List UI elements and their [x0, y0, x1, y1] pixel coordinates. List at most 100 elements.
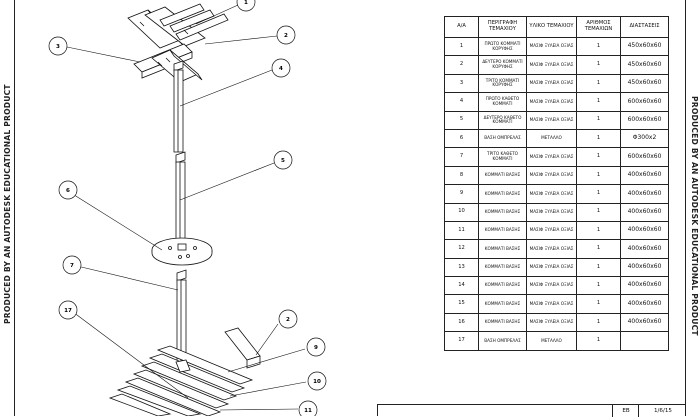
- row-material: ΜΑΣΙΦ ΞΥΛΕΙΑ ΟΞΙΑΣ: [526, 202, 577, 222]
- row-description: ΚΟΜΜΑΤΙ ΒΑΣΗΣ: [478, 276, 527, 296]
- row-material: ΜΑΣΙΦ ΞΥΛΕΙΑ ΟΞΙΑΣ: [526, 312, 577, 333]
- row-material: ΜΑΣΙΦ ΞΥΛΕΙΑ ΟΞΙΑΣ: [526, 239, 577, 259]
- title-block-code: ΕΒ: [612, 405, 639, 417]
- row-number: 17: [444, 331, 479, 351]
- svg-text:2: 2: [286, 317, 290, 323]
- callout-7: 7: [62, 255, 82, 275]
- row-description: ΚΟΜΜΑΤΙ ΒΑΣΗΣ: [478, 294, 527, 314]
- row-quantity: 1: [576, 220, 621, 241]
- row-dimensions: 400x60x60: [620, 276, 669, 296]
- row-quantity: 1: [576, 202, 621, 222]
- row-dimensions: 400x60x60: [620, 239, 669, 259]
- row-quantity: 1: [576, 294, 621, 314]
- row-quantity: 1: [576, 331, 621, 351]
- row-dimensions: 450x60x60: [620, 73, 669, 94]
- row-quantity: 1: [576, 257, 621, 278]
- table-row: 15 ΚΟΜΜΑΤΙ ΒΑΣΗΣ ΜΑΣΙΦ ΞΥΛΕΙΑ ΟΞΙΑΣ 1 40…: [444, 294, 669, 314]
- row-number: 6: [444, 128, 479, 149]
- table-row: 9 ΚΟΜΜΑΤΙ ΒΑΣΗΣ ΜΑΣΙΦ ΞΥΛΕΙΑ ΟΞΙΑΣ 1 400…: [444, 184, 669, 204]
- leader-lines: [66, 4, 307, 411]
- table-row: 13 ΚΟΜΜΑΤΙ ΒΑΣΗΣ ΜΑΣΙΦ ΞΥΛΕΙΑ ΟΞΙΑΣ 1 40…: [444, 257, 669, 278]
- callout-5: 5: [273, 150, 293, 170]
- row-material: ΜΑΣΙΦ ΞΥΛΕΙΑ ΟΞΙΑΣ: [526, 220, 577, 241]
- table-row: 1 ΠΡΩΤΟ ΚΟΜΜΑΤΙ ΚΟΡΥΦΗΣ ΜΑΣΙΦ ΞΥΛΕΙΑ ΟΞΙ…: [444, 36, 669, 57]
- header-dimensions: ΔΙΑΣΤΑΣΕΙΣ: [620, 16, 669, 38]
- row-number: 7: [444, 147, 479, 167]
- row-dimensions: 400x60x60: [620, 257, 669, 278]
- row-dimensions: 400x60x60: [620, 165, 669, 186]
- row-dimensions: Φ300x2: [620, 128, 669, 149]
- row-number: 14: [444, 276, 479, 296]
- row-description: ΔΕΥΤΕΡΟ ΚΑΘΕΤΟ ΚΟΜΜΑΤΙ: [478, 110, 527, 130]
- row-dimensions: 400x60x60: [620, 294, 669, 314]
- row-dimensions: 450x60x60: [620, 36, 669, 57]
- parts-list-table: Α/Α ΠΕΡΙΓΡΑΦΗ ΤΕΜΑΧΙΟΥ ΥΛΙΚΟ ΤΕΜΑΧΙΟΥ ΑΡ…: [444, 16, 669, 351]
- table-row: 10 ΚΟΜΜΑΤΙ ΒΑΣΗΣ ΜΑΣΙΦ ΞΥΛΕΙΑ ΟΞΙΑΣ 1 40…: [444, 202, 669, 222]
- row-material: ΜΕΤΑΛΛΟ: [526, 331, 577, 351]
- callout-9: 9: [306, 337, 326, 357]
- callout-4: 4: [271, 58, 291, 78]
- callouts: 1 2 3 4 5 6 7 17: [48, 0, 327, 416]
- row-quantity: 1: [576, 165, 621, 186]
- callout-2-base: 2: [278, 309, 298, 329]
- row-dimensions: 600x60x60: [620, 147, 669, 167]
- watermark-left: PRODUCED BY AN AUTODESK EDUCATIONAL PROD…: [3, 84, 12, 324]
- row-description: ΚΟΜΜΑΤΙ ΒΑΣΗΣ: [478, 312, 527, 333]
- row-description: ΠΡΩΤΟ ΚΑΘΕΤΟ ΚΟΜΜΑΤΙ: [478, 92, 527, 112]
- row-description: ΤΡΙΤΟ ΚΑΘΕΤΟ ΚΟΜΜΑΤΙ: [478, 147, 527, 167]
- row-material: ΜΑΣΙΦ ΞΥΛΕΙΑ ΟΞΙΑΣ: [526, 257, 577, 278]
- row-description: ΒΑΣΗ ΟΜΠΡΕΛΑΣ: [478, 128, 527, 149]
- row-description: ΔΕΥΤΕΡΟ ΚΟΜΜΑΤΙ ΚΟΡΥΦΗΣ: [478, 55, 527, 75]
- row-number: 3: [444, 73, 479, 94]
- callout-10: 10: [307, 371, 327, 391]
- table-row: 16 ΚΟΜΜΑΤΙ ΒΑΣΗΣ ΜΑΣΙΦ ΞΥΛΕΙΑ ΟΞΙΑΣ 1 40…: [444, 312, 669, 333]
- table-row: 12 ΚΟΜΜΑΤΙ ΒΑΣΗΣ ΜΑΣΙΦ ΞΥΛΕΙΑ ΟΞΙΑΣ 1 40…: [444, 239, 669, 259]
- row-description: ΚΟΜΜΑΤΙ ΒΑΣΗΣ: [478, 220, 527, 241]
- table-row: 17 ΒΑΣΗ ΟΜΠΡΕΛΑΣ ΜΕΤΑΛΛΟ 1: [444, 331, 669, 351]
- row-number: 4: [444, 92, 479, 112]
- table-row: 6 ΒΑΣΗ ΟΜΠΡΕΛΑΣ ΜΕΤΑΛΛΟ 1 Φ300x2: [444, 128, 669, 149]
- svg-text:9: 9: [314, 345, 318, 351]
- svg-text:2: 2: [284, 33, 288, 39]
- callout-6: 6: [58, 180, 78, 200]
- table-row: 14 ΚΟΜΜΑΤΙ ΒΑΣΗΣ ΜΑΣΙΦ ΞΥΛΕΙΑ ΟΞΙΑΣ 1 40…: [444, 276, 669, 296]
- watermark-right: PRODUCED BY AN AUTODESK EDUCATIONAL PROD…: [690, 96, 699, 336]
- base-slats: [108, 327, 261, 416]
- row-dimensions: 600x60x60: [620, 92, 669, 112]
- row-material: ΜΑΣΙΦ ΞΥΛΕΙΑ ΟΞΙΑΣ: [526, 294, 577, 314]
- row-number: 8: [444, 165, 479, 186]
- header-description: ΠΕΡΙΓΡΑΦΗ ΤΕΜΑΧΙΟΥ: [478, 16, 527, 38]
- callout-3: 3: [48, 36, 68, 56]
- top-lattice: [127, 3, 229, 83]
- row-quantity: 1: [576, 110, 621, 130]
- row-description: ΚΟΜΜΑΤΙ ΒΑΣΗΣ: [478, 257, 527, 278]
- row-material: ΜΑΣΙΦ ΞΥΛΕΙΑ ΟΞΙΑΣ: [526, 92, 577, 112]
- title-block: ΕΒ 1/6/15: [377, 404, 687, 417]
- row-number: 2: [444, 55, 479, 75]
- row-dimensions: 450x60x60: [620, 55, 669, 75]
- row-material: ΜΑΣΙΦ ΞΥΛΕΙΑ ΟΞΙΑΣ: [526, 184, 577, 204]
- row-number: 15: [444, 294, 479, 314]
- svg-text:5: 5: [281, 158, 285, 164]
- row-quantity: 1: [576, 239, 621, 259]
- callout-1: 1: [236, 0, 256, 12]
- callout-2: 2: [276, 25, 296, 45]
- row-quantity: 1: [576, 55, 621, 75]
- row-dimensions: [620, 331, 669, 351]
- row-description: ΠΡΩΤΟ ΚΟΜΜΑΤΙ ΚΟΡΥΦΗΣ: [478, 36, 527, 57]
- callout-11: 11: [298, 400, 318, 416]
- row-number: 12: [444, 239, 479, 259]
- title-block-date: 1/6/15: [638, 405, 687, 417]
- row-quantity: 1: [576, 276, 621, 296]
- row-dimensions: 600x60x60: [620, 110, 669, 130]
- svg-text:10: 10: [313, 379, 321, 385]
- row-number: 11: [444, 220, 479, 241]
- row-material: ΜΑΣΙΦ ΞΥΛΕΙΑ ΟΞΙΑΣ: [526, 165, 577, 186]
- row-dimensions: 400x60x60: [620, 202, 669, 222]
- row-dimensions: 400x60x60: [620, 184, 669, 204]
- row-description: ΚΟΜΜΑΤΙ ΒΑΣΗΣ: [478, 202, 527, 222]
- svg-text:6: 6: [66, 188, 70, 194]
- row-quantity: 1: [576, 128, 621, 149]
- row-material: ΜΑΣΙΦ ΞΥΛΕΙΑ ΟΞΙΑΣ: [526, 36, 577, 57]
- row-description: ΒΑΣΗ ΟΜΠΡΕΛΑΣ: [478, 331, 527, 351]
